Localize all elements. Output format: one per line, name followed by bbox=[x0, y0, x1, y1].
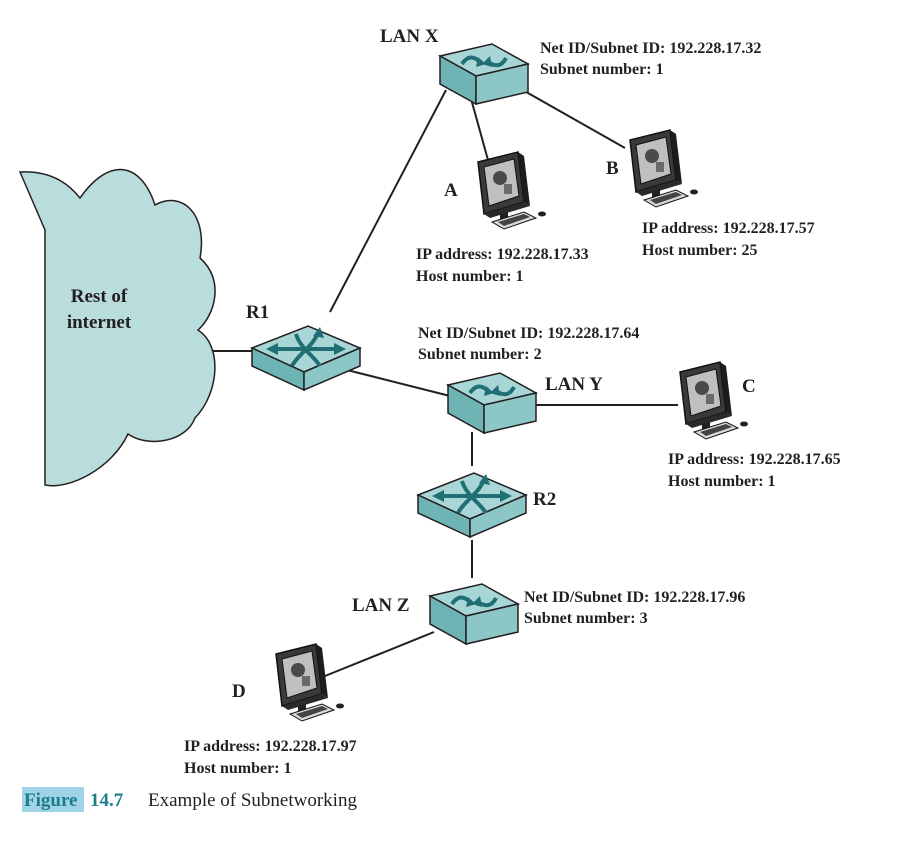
host-d-label: D bbox=[232, 681, 246, 702]
router-r2-icon[interactable] bbox=[416, 471, 528, 539]
host-d-computer-icon[interactable] bbox=[275, 643, 345, 722]
lan-z-label: LAN Z bbox=[352, 595, 410, 616]
lan-y-switch-icon[interactable] bbox=[446, 371, 538, 435]
lan-y-label: LAN Y bbox=[545, 374, 603, 395]
host-a-computer-icon[interactable] bbox=[477, 151, 547, 230]
host-b-ip: IP address: 192.228.17.57 bbox=[642, 220, 815, 237]
caption-text: Example of Subnetworking bbox=[148, 790, 357, 811]
host-c-ip: IP address: 192.228.17.65 bbox=[668, 451, 841, 468]
host-c-computer-icon[interactable] bbox=[679, 361, 749, 440]
cloud-label-line1: Rest of bbox=[71, 286, 128, 307]
host-a-host-number: Host number: 1 bbox=[416, 268, 524, 285]
lan-y-net-id: Net ID/Subnet ID: 192.228.17.64 bbox=[418, 325, 639, 342]
internet-cloud bbox=[18, 168, 216, 487]
caption-highlight bbox=[22, 787, 84, 812]
caption-number: 14.7 bbox=[90, 790, 124, 811]
r1-lany-link bbox=[346, 369, 451, 397]
lanx-host-a-link bbox=[469, 94, 489, 161]
cloud-label-line2: internet bbox=[67, 312, 132, 333]
lan-y-subnet-number: Subnet number: 2 bbox=[418, 346, 542, 363]
host-a-ip: IP address: 192.228.17.33 bbox=[416, 246, 589, 263]
host-a-label: A bbox=[444, 180, 458, 201]
router-r1-label: R1 bbox=[246, 302, 269, 323]
lan-z-switch-icon[interactable] bbox=[428, 582, 520, 646]
lan-z-subnet-number: Subnet number: 3 bbox=[524, 610, 648, 627]
host-b-host-number: Host number: 25 bbox=[642, 242, 758, 259]
host-b-computer-icon[interactable] bbox=[629, 129, 699, 208]
lan-z-net-id: Net ID/Subnet ID: 192.228.17.96 bbox=[524, 589, 745, 606]
lan-x-switch-icon[interactable] bbox=[438, 42, 530, 106]
router-r1-icon[interactable] bbox=[250, 324, 362, 392]
lanz-host-d-link bbox=[324, 631, 435, 677]
caption-label: Figure bbox=[24, 790, 77, 811]
router-r2-label: R2 bbox=[533, 489, 556, 510]
host-c-label: C bbox=[742, 376, 756, 397]
lan-x-net-id: Net ID/Subnet ID: 192.228.17.32 bbox=[540, 40, 761, 57]
lan-x-label: LAN X bbox=[380, 26, 439, 47]
host-d-ip: IP address: 192.228.17.97 bbox=[184, 738, 357, 755]
host-b-label: B bbox=[606, 158, 619, 179]
host-d-host-number: Host number: 1 bbox=[184, 760, 292, 777]
r1-lanx-link bbox=[329, 89, 447, 313]
host-c-host-number: Host number: 1 bbox=[668, 473, 776, 490]
lan-x-subnet-number: Subnet number: 1 bbox=[540, 61, 664, 78]
